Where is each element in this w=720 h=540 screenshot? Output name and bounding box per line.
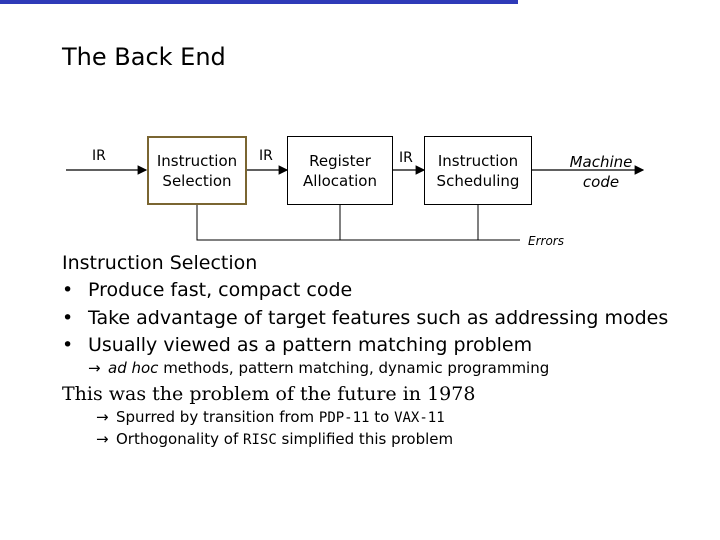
bullet-icon: • [62,307,74,329]
history-text: Orthogonality of [116,430,244,448]
instruction-selection-label: Instruction Selection [156,151,238,190]
sub-point-italic: ad hoc [108,359,159,377]
errors-line [196,205,520,241]
ir-label-input: IR [92,148,106,164]
section-heading: Instruction Selection [62,252,258,274]
instruction-scheduling-label: Instruction Scheduling [436,151,520,190]
history-heading: This was the problem of the future in 19… [62,383,476,405]
machine-code-label: Machine code [569,153,633,191]
title-underline [0,0,518,4]
instruction-selection-box: Instruction Selection [147,136,247,205]
slide-title: The Back End [62,43,226,71]
sub-point-text: methods, pattern matching, dynamic progr… [158,359,550,377]
sub-point: → ad hoc methods, pattern matching, dynam… [88,358,549,378]
history-code: PDP-11 [318,410,370,426]
arrow-icon: → [96,430,109,448]
history-code: VAX-11 [394,410,445,426]
instruction-scheduling-box: Instruction Scheduling [424,136,532,205]
register-allocation-label: Register Allocation [303,151,377,190]
bullet-text: Take advantage of target features such a… [88,307,669,329]
bullet-icon: • [62,279,74,301]
backend-pipeline-diagram [66,165,645,241]
history-point: → Spurred by transition from PDP-11 to VA… [96,407,445,428]
register-allocation-box: Register Allocation [287,136,393,205]
arrow-icon: → [96,408,109,426]
ir-label-between-allocation-scheduling: IR [399,150,413,166]
history-code: RISC [243,432,277,448]
arrow-icon: → [88,359,101,377]
history-text: Spurred by transition from [116,408,319,426]
bullet-item: • Produce fast, compact code [62,278,352,302]
bullet-icon: • [62,334,74,356]
history-text: to [369,408,395,426]
bullet-item: • Usually viewed as a pattern matching pr… [62,333,532,357]
bullet-item: • Take advantage of target features such … [62,306,668,330]
errors-label: Errors [528,234,564,248]
history-text: simplified this problem [276,430,454,448]
history-point: → Orthogonality of RISC simplified this p… [96,429,453,450]
ir-label-between-selection-allocation: IR [259,148,273,164]
bullet-text: Usually viewed as a pattern matching pro… [88,334,533,356]
bullet-text: Produce fast, compact code [88,279,353,301]
